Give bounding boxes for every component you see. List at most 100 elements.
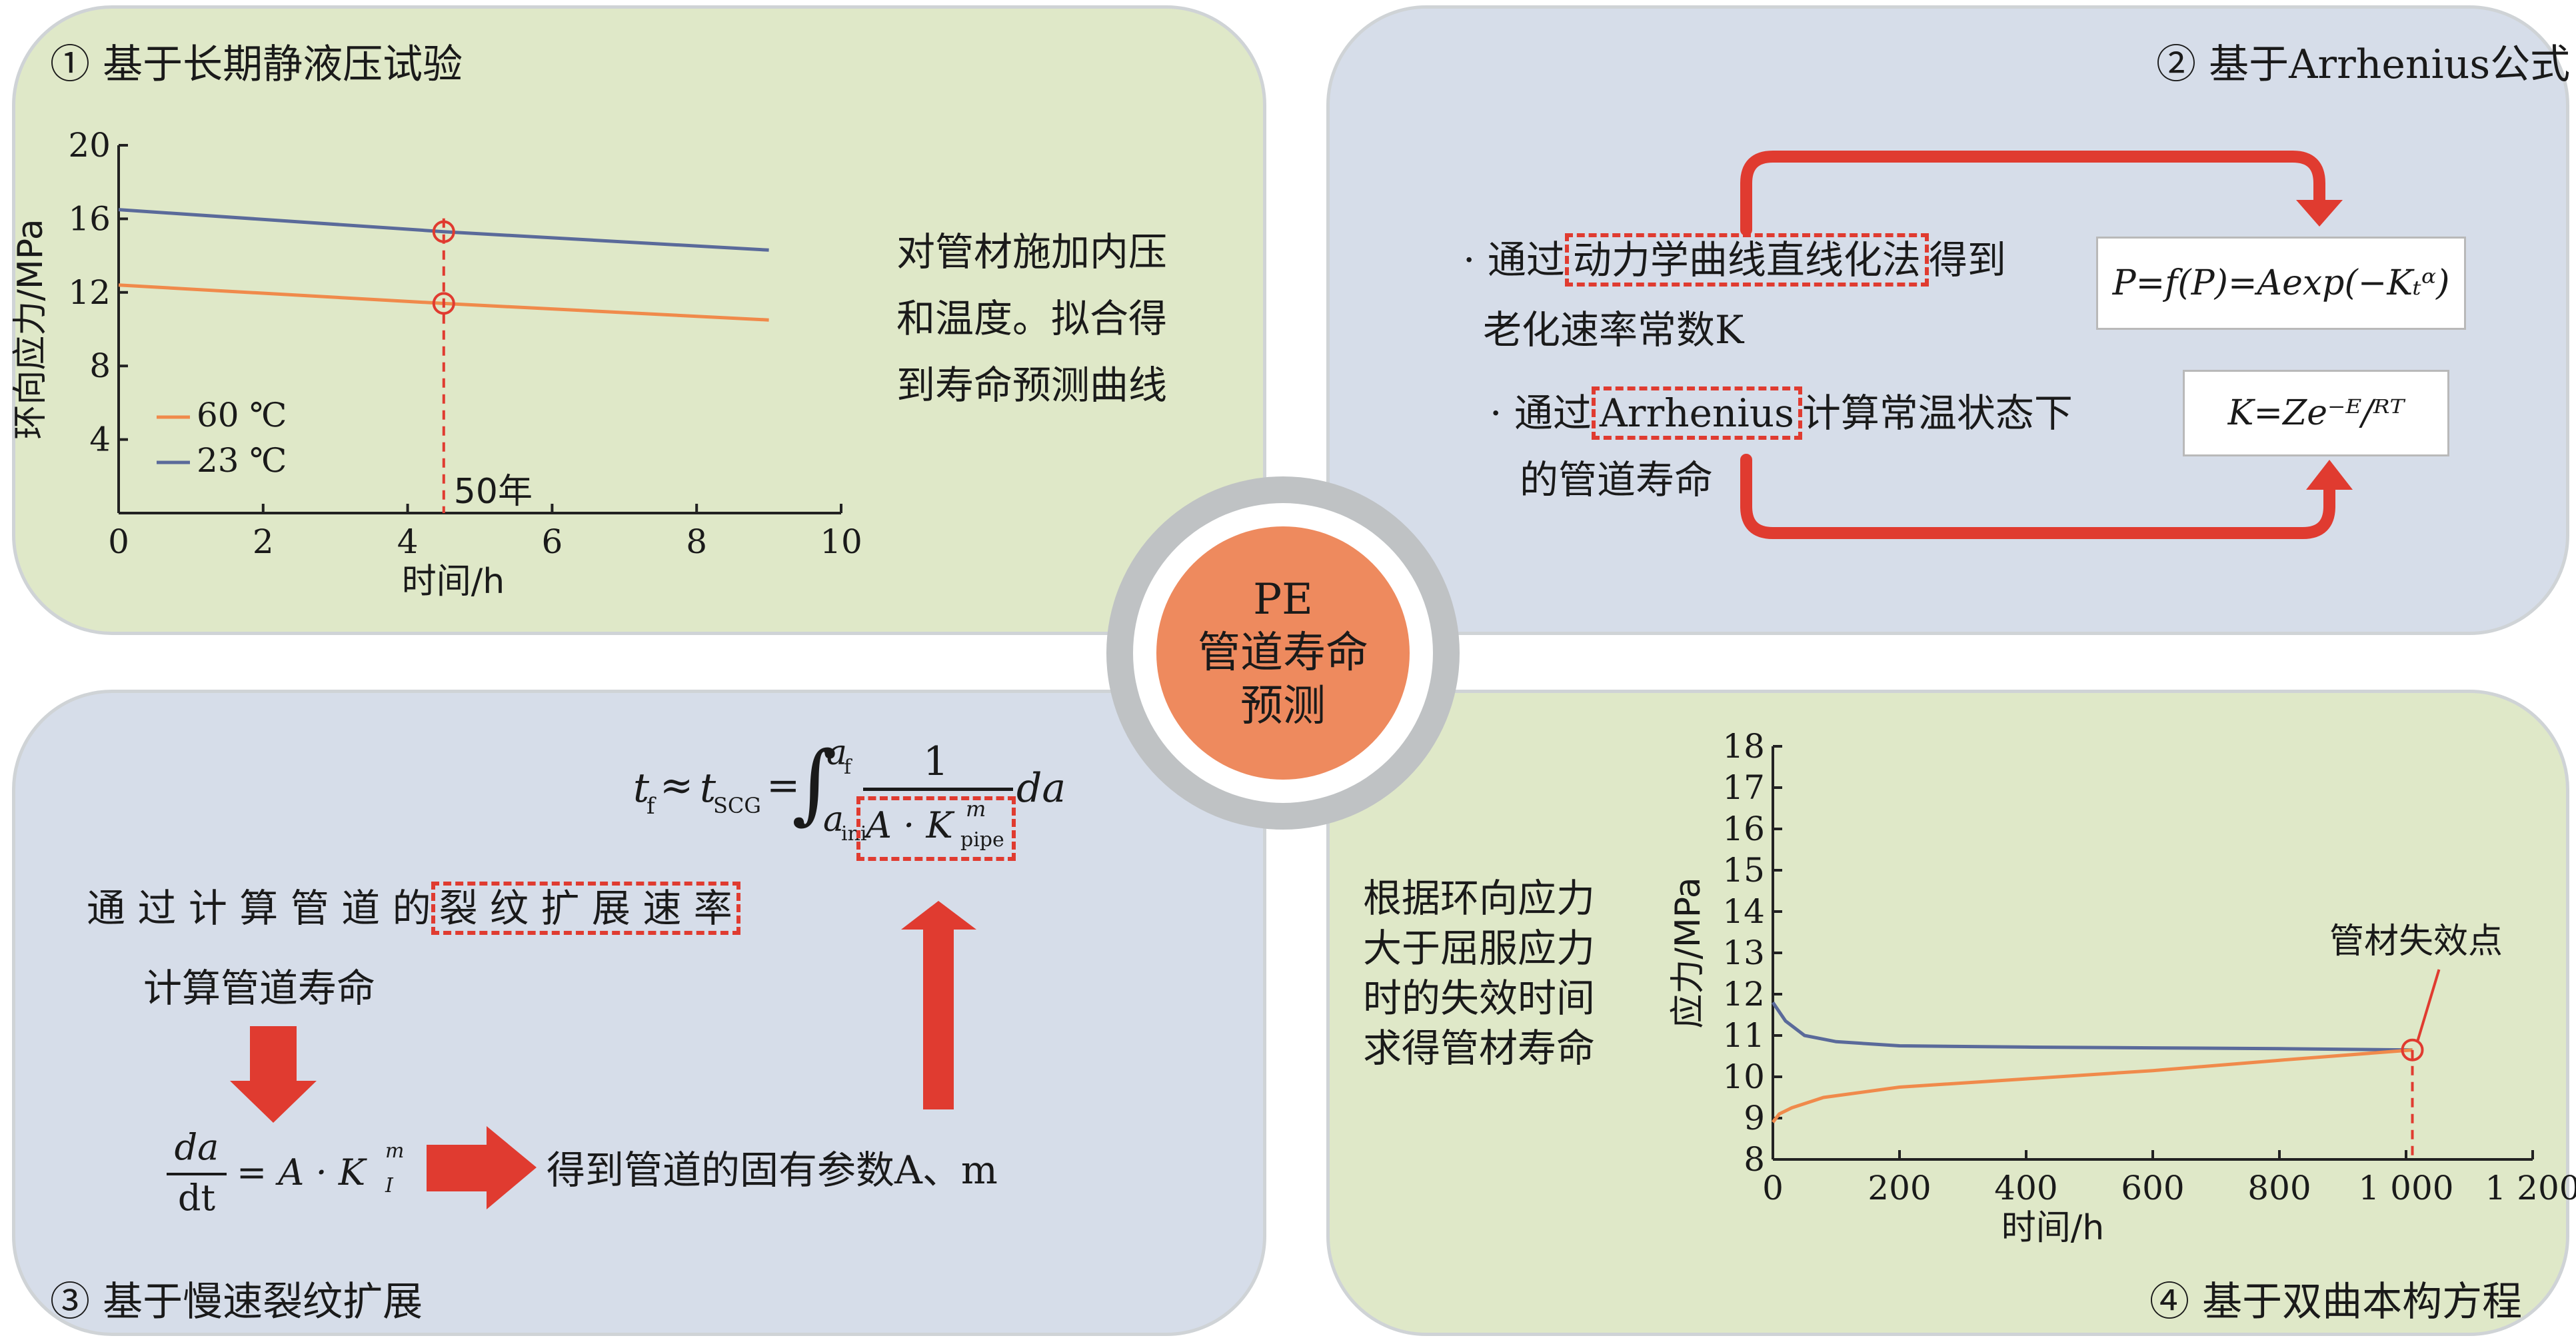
formula-paris-num: da <box>174 1126 219 1168</box>
formula-scg-upper-sub: f <box>844 756 852 779</box>
quadrant-slow-crack-growth <box>12 690 1266 1336</box>
y-tick-label: 20 <box>68 126 111 165</box>
x-tick-label: 1 000 <box>2358 1169 2453 1207</box>
center-line-1: PE <box>1253 575 1313 624</box>
center-line-3: 预测 <box>1240 682 1326 731</box>
x-tick-label: 0 <box>108 522 129 561</box>
y-tick-label: 8 <box>89 346 111 385</box>
formula-scg-lhs: t <box>633 765 650 812</box>
y-tick-label: 11 <box>1722 1016 1765 1055</box>
x-tick-label: 4 <box>397 522 419 561</box>
q4-desc-line-2: 大于屈服应力 <box>1363 926 1596 971</box>
y-tick-label: 14 <box>1722 892 1765 931</box>
q2-item1-pre: · 通过 <box>1463 237 1565 283</box>
formula-paris-den: dt <box>177 1177 216 1219</box>
formula-paris-rhs: = A · K <box>237 1151 366 1193</box>
y-axis-title: 应力/MPa <box>1668 877 1708 1028</box>
q3-text-pre: 通 过 计 算 管 道 的 <box>87 886 431 931</box>
x-tick-label: 800 <box>2247 1169 2311 1207</box>
formula-paris-sub: I <box>385 1174 393 1197</box>
q2-item2-post: 计算常温状态下 <box>1802 390 2073 436</box>
formula-arrhenius: K=Ze⁻ᴱ/ᴿᵀ <box>2183 370 2449 456</box>
failure-point-marker <box>2401 1038 2424 1061</box>
series-line-2 <box>1772 1048 2413 1123</box>
x-tick-label: 2 <box>253 522 274 561</box>
formula-scg-den-sup: m <box>966 796 986 822</box>
x-tick-label: 10 <box>820 522 862 561</box>
lifetime-marker-1 <box>432 292 455 315</box>
y-tick-label: 9 <box>1744 1099 1765 1137</box>
x-tick-label: 0 <box>1762 1169 1784 1207</box>
y-tick-label: 4 <box>89 420 111 459</box>
failure-annotation: 管材失效点 <box>2329 922 2503 962</box>
y-tick-label: 16 <box>68 199 111 238</box>
q3-result-text: 得到管道的固有参数A、m <box>547 1147 998 1193</box>
y-tick-label: 12 <box>1722 975 1765 1013</box>
formula-aging: P=f(P)=Aexp(−Kₜᵅ) <box>2096 237 2466 330</box>
y-tick-label: 12 <box>68 273 111 312</box>
failure-leader-line <box>2416 969 2441 1041</box>
lifetime-marker-2 <box>432 220 455 243</box>
x-axis-title: 时间/h <box>2001 1208 2104 1248</box>
q4-title: ④ 基于双曲本构方程 <box>2149 1279 2523 1325</box>
center-line-2: 管道寿命 <box>1198 628 1368 678</box>
q4-desc-line-1: 根据环向应力 <box>1363 876 1596 921</box>
x-axis-title: 时间/h <box>402 562 505 602</box>
q4-desc-line-3: 时的失效时间 <box>1363 976 1596 1021</box>
q2-item1-post: 得到 <box>1928 237 2006 283</box>
q2-item2-pre: · 通过 <box>1490 390 1592 436</box>
q2-item1-line2: 老化速率常数K <box>1483 307 1744 352</box>
q3-text-line-1: 通 过 计 算 管 道 的裂 纹 扩 展 速 率 <box>87 882 740 935</box>
x-tick-label: 600 <box>2121 1169 2184 1207</box>
x-tick-label: 6 <box>541 522 563 561</box>
legend-label-1: 60 ℃ <box>197 396 287 434</box>
x-tick-label: 1 200 <box>2485 1169 2576 1207</box>
formula-scg-approx: ≈ <box>660 762 694 809</box>
q4-desc-line-4: 求得管材寿命 <box>1363 1025 1596 1071</box>
center-circle: PE 管道寿命 预测 <box>1156 526 1410 780</box>
formula-scg: t f ≈ t SCG = ∫ a f a ini 1 A · K m pipe… <box>633 733 1066 866</box>
q2-item1: · 通过动力学曲线直线化法得到 <box>1463 233 2006 287</box>
q3-text-line-2: 计算管道寿命 <box>143 966 376 1011</box>
y-axis-title: 环向应力/MPa <box>11 219 51 439</box>
y-tick-label: 16 <box>1722 810 1765 848</box>
q2-item2-highlight: Arrhenius <box>1591 386 1802 440</box>
series-line-1 <box>1771 1001 2413 1052</box>
formula-scg-scg: SCG <box>713 793 761 818</box>
y-tick-label: 18 <box>1722 727 1765 766</box>
y-tick-label: 13 <box>1722 934 1765 972</box>
formula-paris-sup: m <box>385 1139 405 1163</box>
quadrant-hydrostatic-test <box>12 5 1266 635</box>
x-tick-label: 8 <box>686 522 707 561</box>
quadrant-hyperbolic-constitutive <box>1326 690 2569 1336</box>
legend-label-2: 23 ℃ <box>197 441 287 480</box>
formula-scg-lower-sub: ini <box>841 822 867 846</box>
y-tick-label: 8 <box>1744 1140 1765 1179</box>
series-line-2 <box>118 208 769 252</box>
formula-scg-upper: a <box>826 733 848 773</box>
q1-desc-line-3: 到寿命预测曲线 <box>896 362 1168 408</box>
q1-desc-line-1: 对管材施加内压 <box>896 229 1168 275</box>
q1-title: ① 基于长期静液压试验 <box>50 41 463 88</box>
formula-scg-lhs-sub: f <box>646 793 655 820</box>
q1-desc-line-2: 和温度。拟合得 <box>896 296 1168 341</box>
y-tick-label: 10 <box>1722 1057 1765 1096</box>
formula-scg-tail: da <box>1016 765 1066 812</box>
formula-scg-numerator: 1 <box>923 738 949 785</box>
q2-title: ② 基于Arrhenius公式 <box>2156 41 2571 88</box>
formula-scg-den-sub: pipe <box>960 828 1004 852</box>
q3-denominator-highlight: A · K m pipe <box>856 796 1016 861</box>
formula-paris: da dt = A · K m I <box>167 1126 447 1226</box>
formula-scg-lower: a <box>823 800 844 840</box>
lifetime-annotation: 50年 <box>454 472 533 512</box>
q3-crack-rate-highlight: 裂 纹 扩 展 速 率 <box>431 882 740 935</box>
formula-scg-denominator: A · K <box>866 804 953 846</box>
x-tick-label: 200 <box>1868 1169 1931 1207</box>
q3-title: ③ 基于慢速裂纹扩展 <box>50 1279 423 1325</box>
y-tick-label: 17 <box>1722 768 1765 807</box>
